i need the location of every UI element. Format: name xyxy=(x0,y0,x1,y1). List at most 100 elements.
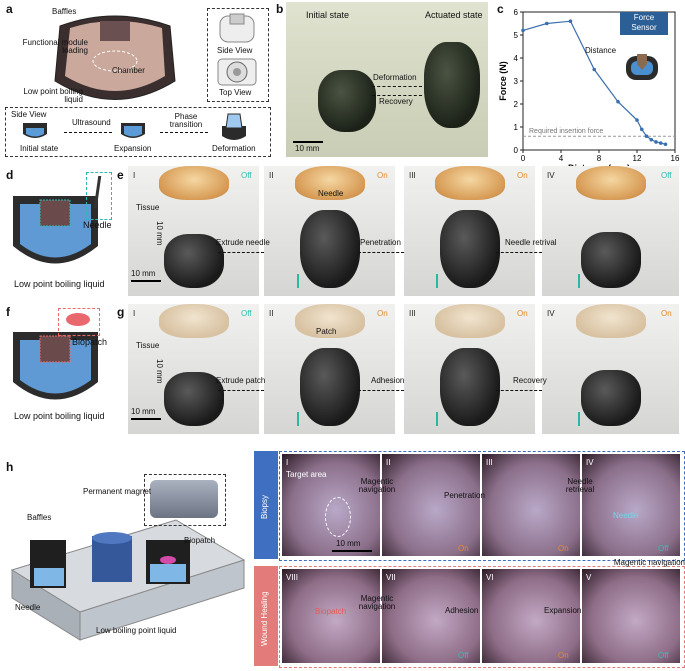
force-data-point xyxy=(521,28,525,33)
y-tick-label: 4 xyxy=(514,54,519,63)
i-target-ellipse xyxy=(325,497,351,537)
e-robot-1 xyxy=(163,234,224,288)
b-actuated-robot xyxy=(424,42,480,128)
g-state-2: On xyxy=(377,309,388,318)
e-tissue-4 xyxy=(575,166,646,200)
i-mag-nav-text: Magentic navigation xyxy=(358,477,396,494)
top-view-icon xyxy=(217,58,257,86)
b-recovery-text: Recovery xyxy=(379,97,413,106)
force-data-point xyxy=(616,99,620,104)
i-biopsy-text: Biopsy xyxy=(260,494,269,519)
g-robot-2 xyxy=(299,348,360,426)
a-sequence-box xyxy=(5,107,271,157)
biopatch-icon xyxy=(66,313,90,326)
e-roman-2: II xyxy=(269,171,274,180)
e-roman-4: IV xyxy=(547,171,555,180)
c-distance-text: Distance xyxy=(585,46,617,55)
g-teal-arrow-3 xyxy=(578,412,580,426)
force-data-point xyxy=(544,21,549,26)
e-arrow-1 xyxy=(218,252,264,253)
a-liquid-text: Low point boiling liquid xyxy=(23,87,83,104)
i-top-roman-4: IV xyxy=(586,458,594,467)
b-deformation-text: Deformation xyxy=(373,73,417,82)
side-view-icon xyxy=(219,13,255,43)
h-baffles-text: Baffles xyxy=(27,513,52,522)
panel-g-label: g xyxy=(117,305,125,319)
g-robot-1 xyxy=(163,372,224,426)
e-frame-3 xyxy=(404,166,535,296)
y-tick-label: 6 xyxy=(514,8,519,17)
i-top-frame-2 xyxy=(382,454,480,556)
g-robot-4 xyxy=(580,370,641,426)
expansion-icon xyxy=(121,123,145,138)
e-needle-text: Needle xyxy=(318,189,344,198)
i-wound-text: Wound Healing xyxy=(260,591,269,646)
e-tissue-1 xyxy=(158,166,229,200)
g-arrow-2 xyxy=(358,390,404,391)
e-frame-1 xyxy=(128,166,259,296)
g-robot-3 xyxy=(439,348,500,426)
i-needle-ret-text: Needle retrieval xyxy=(565,477,595,494)
g-tissue-3 xyxy=(434,304,505,338)
h-magnet-text: Permanent magnet xyxy=(83,487,152,496)
i-bot-frame-3 xyxy=(482,569,580,663)
a-side-view-text: Side View xyxy=(217,46,253,55)
b-arrow-left xyxy=(372,95,422,96)
i-top-roman-3: III xyxy=(486,458,493,467)
g-arrow-3 xyxy=(496,390,542,391)
panel-f-label: f xyxy=(6,305,10,319)
force-data-point xyxy=(635,118,639,122)
g-frame-3 xyxy=(404,304,535,434)
panel-a-robot-illustration xyxy=(54,15,176,100)
panel-e-label: e xyxy=(117,168,124,182)
e-arrow-2 xyxy=(358,252,404,253)
e-arrow-3 xyxy=(496,252,542,253)
c-force-sensor-box: Force Sensor xyxy=(620,12,668,35)
i-top-frame-4 xyxy=(582,454,680,556)
i-top-state-3: On xyxy=(558,544,569,553)
e-robot-2 xyxy=(299,210,360,288)
force-data-point xyxy=(649,137,654,142)
panel-d-illustration xyxy=(13,196,98,264)
c-sensor-robot-icon xyxy=(626,54,658,80)
force-data-point xyxy=(644,134,649,138)
i-bot-roman-2: VII xyxy=(386,573,396,582)
threshold-label: Required insertion force xyxy=(529,128,603,135)
a-deformation-text: Deformation xyxy=(212,144,256,153)
y-axis-label: Force (N) xyxy=(498,61,508,101)
g-roman-1: I xyxy=(133,309,136,318)
i-penetration-text: Penetration xyxy=(444,491,485,500)
e-teal-arrow-1 xyxy=(297,274,299,288)
panel-h-label: h xyxy=(6,460,14,474)
i-bot-state-2: Off xyxy=(458,651,469,660)
e-roman-1: I xyxy=(133,171,136,180)
y-tick-label: 1 xyxy=(514,123,519,132)
e-state-1: Off xyxy=(241,171,252,180)
b-initial-text: Initial state xyxy=(306,10,350,20)
i-scalebar xyxy=(332,550,372,552)
i-mag-nav2-text: Magentic navigation xyxy=(358,594,396,611)
e-scalebar xyxy=(131,280,161,282)
y-tick-label: 2 xyxy=(514,100,519,109)
a-functional-text: Functional module loading xyxy=(22,38,88,55)
i-bot-roman-3: VI xyxy=(486,573,494,582)
e-frame-2 xyxy=(264,166,395,296)
panel-d-label: d xyxy=(6,168,14,182)
e-teal-arrow-3 xyxy=(578,274,580,288)
i-bot-roman-1: VIII xyxy=(286,573,299,582)
g-teal-arrow-1 xyxy=(297,412,299,426)
a-top-view-text: Top View xyxy=(219,88,252,97)
a-views-box xyxy=(207,8,269,102)
force-data-point xyxy=(639,127,644,132)
d-needle-box xyxy=(86,172,112,220)
g-tissue-text: Tissue xyxy=(136,341,160,350)
a-seq-side-text: Side View xyxy=(11,110,47,119)
g-adhesion-text: Adhesion xyxy=(371,376,405,385)
x-tick-label: 16 xyxy=(671,154,680,163)
force-data-point xyxy=(658,141,663,145)
panel-b-label: b xyxy=(276,2,284,16)
h-device-photo xyxy=(150,480,218,518)
e-state-3: On xyxy=(517,171,528,180)
g-frame-4 xyxy=(542,304,679,434)
